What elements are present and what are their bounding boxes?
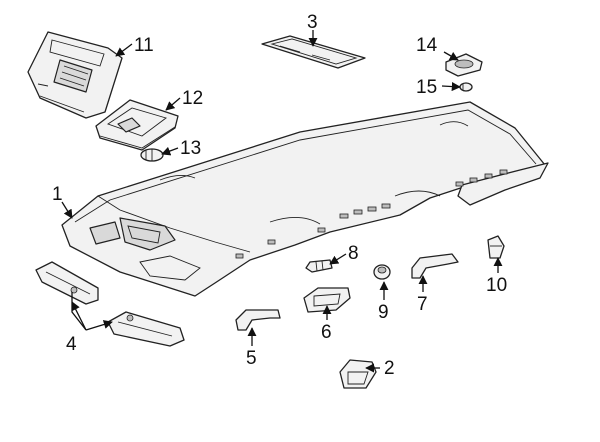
retainer-clip [487,235,505,259]
callout-13: 13 [180,138,201,159]
callout-11: 11 [134,35,154,56]
callout-15: 15 [416,77,437,98]
map-lamp [445,53,483,77]
callout-7: 7 [417,294,428,315]
leader-lines [61,30,503,373]
callout-1: 1 [52,184,63,205]
headliner-panel [61,101,549,297]
callout-8: 8 [348,243,359,264]
callout-3: 3 [307,12,318,33]
plug-cap [373,264,391,280]
cargo-bulb [305,259,333,273]
courtesy-lamp [303,287,351,313]
overhead-console [27,31,123,119]
rear-lamp [339,359,377,389]
console-bracket [95,99,179,151]
callout-5: 5 [246,348,257,369]
roof-trim-strip [261,35,366,69]
grab-handle-front [235,309,281,331]
callout-2: 2 [384,358,395,379]
callout-labels: 1 2 3 4 5 6 7 8 9 10 11 12 13 14 15 [52,12,507,379]
lamp-bulb [459,82,473,92]
callout-10: 10 [486,275,507,296]
grab-handle-rear [411,253,459,279]
sun-visor-right [107,311,185,347]
callout-12: 12 [182,88,203,109]
callout-6: 6 [321,322,332,343]
dome-bulb [140,148,164,162]
sun-visor-left [35,261,99,305]
callout-9: 9 [378,302,389,323]
callout-14: 14 [416,35,438,56]
callout-4: 4 [66,334,77,355]
